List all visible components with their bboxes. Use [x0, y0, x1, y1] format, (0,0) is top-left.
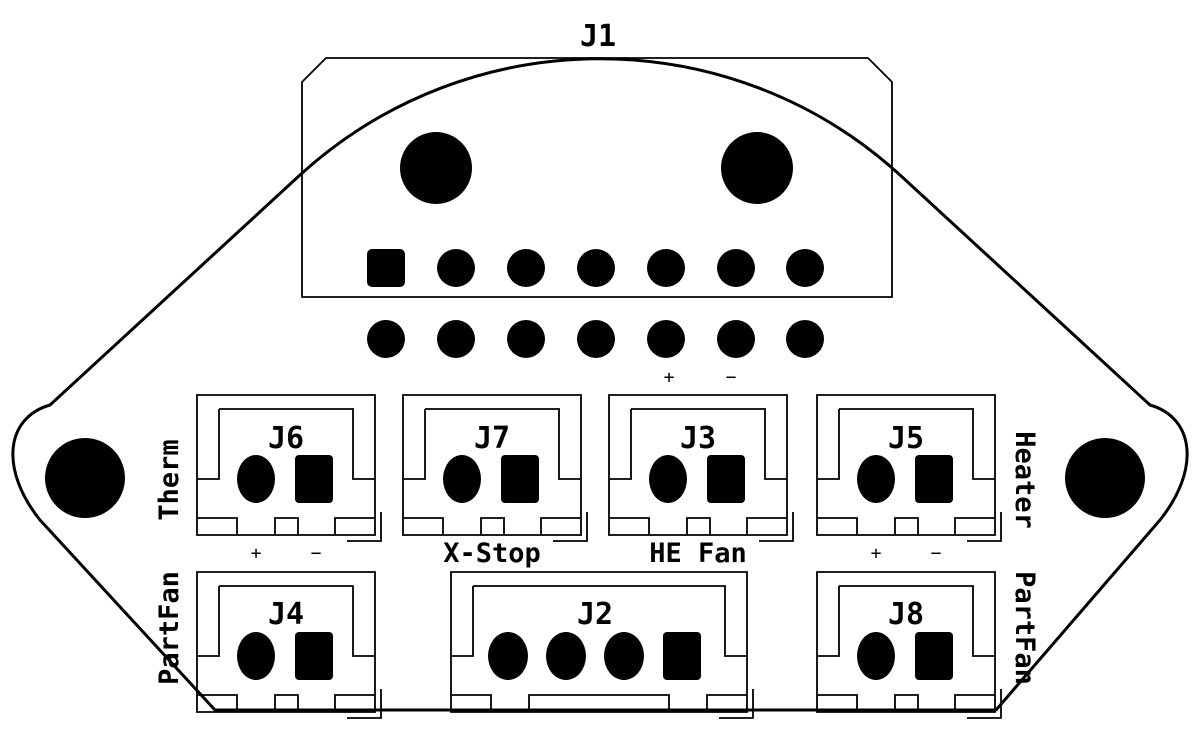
j8-plus-mark: + [871, 543, 882, 564]
j1-outline [301, 57, 893, 298]
j1-pin [786, 320, 824, 358]
j1-pin-row-bottom [367, 320, 824, 358]
j7-pad-round [443, 455, 481, 503]
j1-pin [717, 320, 755, 358]
j3-designator: J3 [680, 421, 716, 456]
j3-pad-round [649, 455, 687, 503]
connector-j3: J3 [608, 394, 794, 542]
connector-j1: J1 [301, 19, 893, 358]
j2-pad-round [488, 632, 528, 680]
j3-minus-mark: − [726, 367, 737, 388]
connector-j7: J7 [402, 394, 588, 542]
connector-j4: J4 [196, 571, 382, 719]
j6-designator: J6 [268, 421, 304, 456]
connector-j6: J6 [196, 394, 382, 542]
j8-minus-mark: − [931, 543, 942, 564]
j6-label-therm: Therm [154, 439, 185, 520]
j6-pad-round [237, 455, 275, 503]
j1-pin [786, 249, 824, 287]
connector-j2: J2 [450, 571, 754, 719]
j1-pin-row-top [367, 249, 824, 287]
j1-pin [437, 320, 475, 358]
j2-pad-square [663, 632, 701, 680]
j1-pin [437, 249, 475, 287]
j6-plus-mark: + [251, 543, 262, 564]
j1-pin [367, 320, 405, 358]
j2-pad-round [604, 632, 644, 680]
j2-designator: J2 [577, 597, 613, 632]
j3-label-hefan: HE Fan [649, 538, 747, 569]
j7-label-xstop: X-Stop [443, 538, 541, 569]
j7-pad-square [501, 455, 539, 503]
j1-pin [507, 320, 545, 358]
j8-label-partfan: PartFan [1009, 571, 1040, 685]
connector-j5: J5 [816, 394, 1002, 542]
j3-pad-square [707, 455, 745, 503]
j1-mount-hole-right [721, 132, 793, 204]
j1-designator: J1 [580, 19, 616, 54]
j5-designator: J5 [888, 421, 924, 456]
j1-pin [647, 249, 685, 287]
j6-pad-square [295, 455, 333, 503]
mounting-hole-right [1065, 438, 1145, 518]
j8-pad-square [915, 632, 953, 680]
j5-label-heater: Heater [1009, 431, 1040, 529]
j1-pin [507, 249, 545, 287]
j8-designator: J8 [888, 597, 924, 632]
j4-pad-square [295, 632, 333, 680]
mounting-hole-left [45, 438, 125, 518]
j1-pin [647, 320, 685, 358]
j8-pad-round [857, 632, 895, 680]
j1-pin [577, 249, 615, 287]
j4-label-partfan: PartFan [154, 571, 185, 685]
j1-mount-hole-left [400, 132, 472, 204]
j1-pin [717, 249, 755, 287]
j1-pin-square [367, 249, 405, 287]
j2-pad-round [546, 632, 586, 680]
j7-designator: J7 [474, 421, 510, 456]
j5-pad-square [915, 455, 953, 503]
j5-pad-round [857, 455, 895, 503]
j6-minus-mark: − [311, 543, 322, 564]
j3-plus-mark: + [664, 367, 675, 388]
connector-j8: J8 [816, 571, 1002, 719]
j4-designator: J4 [268, 597, 304, 632]
j1-pin [577, 320, 615, 358]
board-outline [11, 57, 1189, 712]
j4-pad-round [237, 632, 275, 680]
